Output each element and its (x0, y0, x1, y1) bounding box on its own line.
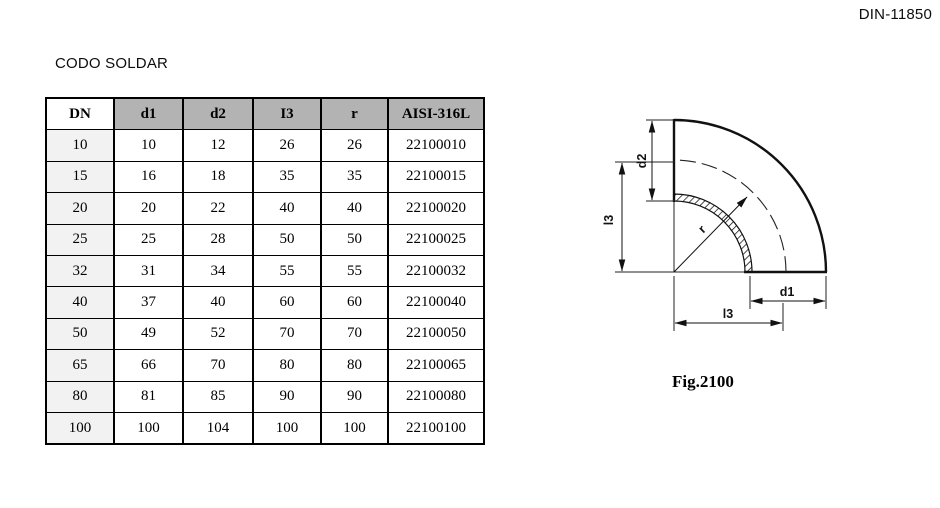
table-cell: 80 (45, 380, 115, 413)
table-cell: 22100040 (387, 286, 485, 319)
table-cell: 22100015 (387, 160, 485, 194)
table-cell: 28 (182, 223, 254, 256)
table-cell: 65 (45, 349, 115, 382)
centerline-arc (673, 159, 787, 273)
table-cell: 26 (252, 129, 322, 162)
table-cell: 100 (45, 411, 115, 445)
table-cell: 25 (45, 223, 115, 256)
table-cell: 22100020 (387, 192, 485, 225)
dimension-radius (673, 196, 748, 273)
column-header-i3: I3 (252, 97, 322, 131)
table-cell: 22 (182, 192, 254, 225)
table-cell: 90 (320, 380, 389, 413)
table-cell: 70 (252, 317, 322, 351)
table-cell: 26 (320, 129, 389, 162)
dimension-lines (618, 120, 826, 327)
column-header-d1: d1 (113, 97, 184, 131)
table-cell: 22100100 (387, 411, 485, 445)
table-cell: 22100025 (387, 223, 485, 256)
figure-caption: Fig.2100 (672, 372, 734, 391)
table-cell: 22100065 (387, 349, 485, 382)
table-cell: 50 (252, 223, 322, 256)
table-cell: 52 (182, 317, 254, 351)
table-cell: 10 (45, 129, 115, 162)
table-cell: 18 (182, 160, 254, 194)
table-cell: 80 (320, 349, 389, 382)
table-cell: 35 (252, 160, 322, 194)
table-cell: 22100010 (387, 129, 485, 162)
outer-arc (673, 118, 828, 273)
table-cell: 22100050 (387, 317, 485, 351)
dim-label-d2: d2 (635, 154, 649, 169)
page-title: CODO SOLDAR (55, 55, 169, 72)
table-cell: 16 (113, 160, 184, 194)
table-cell: 66 (113, 349, 184, 382)
table-cell: 49 (113, 317, 184, 351)
table-cell: 25 (113, 223, 184, 256)
extension-lines (615, 119, 827, 331)
table-cell: 22100080 (387, 380, 485, 413)
table-cell: 40 (320, 192, 389, 225)
column-header-r: r (320, 97, 389, 131)
table-cell: 31 (113, 254, 184, 288)
dim-label-l3-vertical: l3 (602, 215, 616, 225)
column-header-aisi-316l: AISI-316L (387, 97, 485, 131)
table-cell: 37 (113, 286, 184, 319)
table-cell: 20 (45, 192, 115, 225)
table-cell: 55 (252, 254, 322, 288)
column-header-dn: DN (45, 97, 115, 131)
table-cell: 60 (320, 286, 389, 319)
column-header-d2: d2 (182, 97, 254, 131)
table-cell: 20 (113, 192, 184, 225)
table-cell: 22100032 (387, 254, 485, 288)
table-cell: 40 (45, 286, 115, 319)
dim-label-radius: r (695, 222, 708, 235)
table-cell: 32 (45, 254, 115, 288)
table-cell: 50 (320, 223, 389, 256)
table-cell: 100 (252, 411, 322, 445)
table-cell: 104 (182, 411, 254, 445)
table-cell: 70 (320, 317, 389, 351)
dim-label-d1: d1 (780, 285, 795, 299)
table-cell: 60 (252, 286, 322, 319)
table-cell: 90 (252, 380, 322, 413)
table-cell: 35 (320, 160, 389, 194)
table-cell: 40 (252, 192, 322, 225)
table-cell: 81 (113, 380, 184, 413)
table-cell: 70 (182, 349, 254, 382)
dim-label-l3-horizontal: l3 (723, 307, 733, 321)
table-cell: 15 (45, 160, 115, 194)
table-cell: 34 (182, 254, 254, 288)
table-cell: 85 (182, 380, 254, 413)
standard-reference: DIN-11850 (858, 6, 932, 23)
inner-wall-hatch (673, 193, 753, 273)
table-cell: 50 (45, 317, 115, 351)
table-cell: 55 (320, 254, 389, 288)
table-cell: 100 (320, 411, 389, 445)
table-cell: 80 (252, 349, 322, 382)
table-cell: 10 (113, 129, 184, 162)
table-cell: 12 (182, 129, 254, 162)
table-cell: 100 (113, 411, 184, 445)
table-cell: 40 (182, 286, 254, 319)
